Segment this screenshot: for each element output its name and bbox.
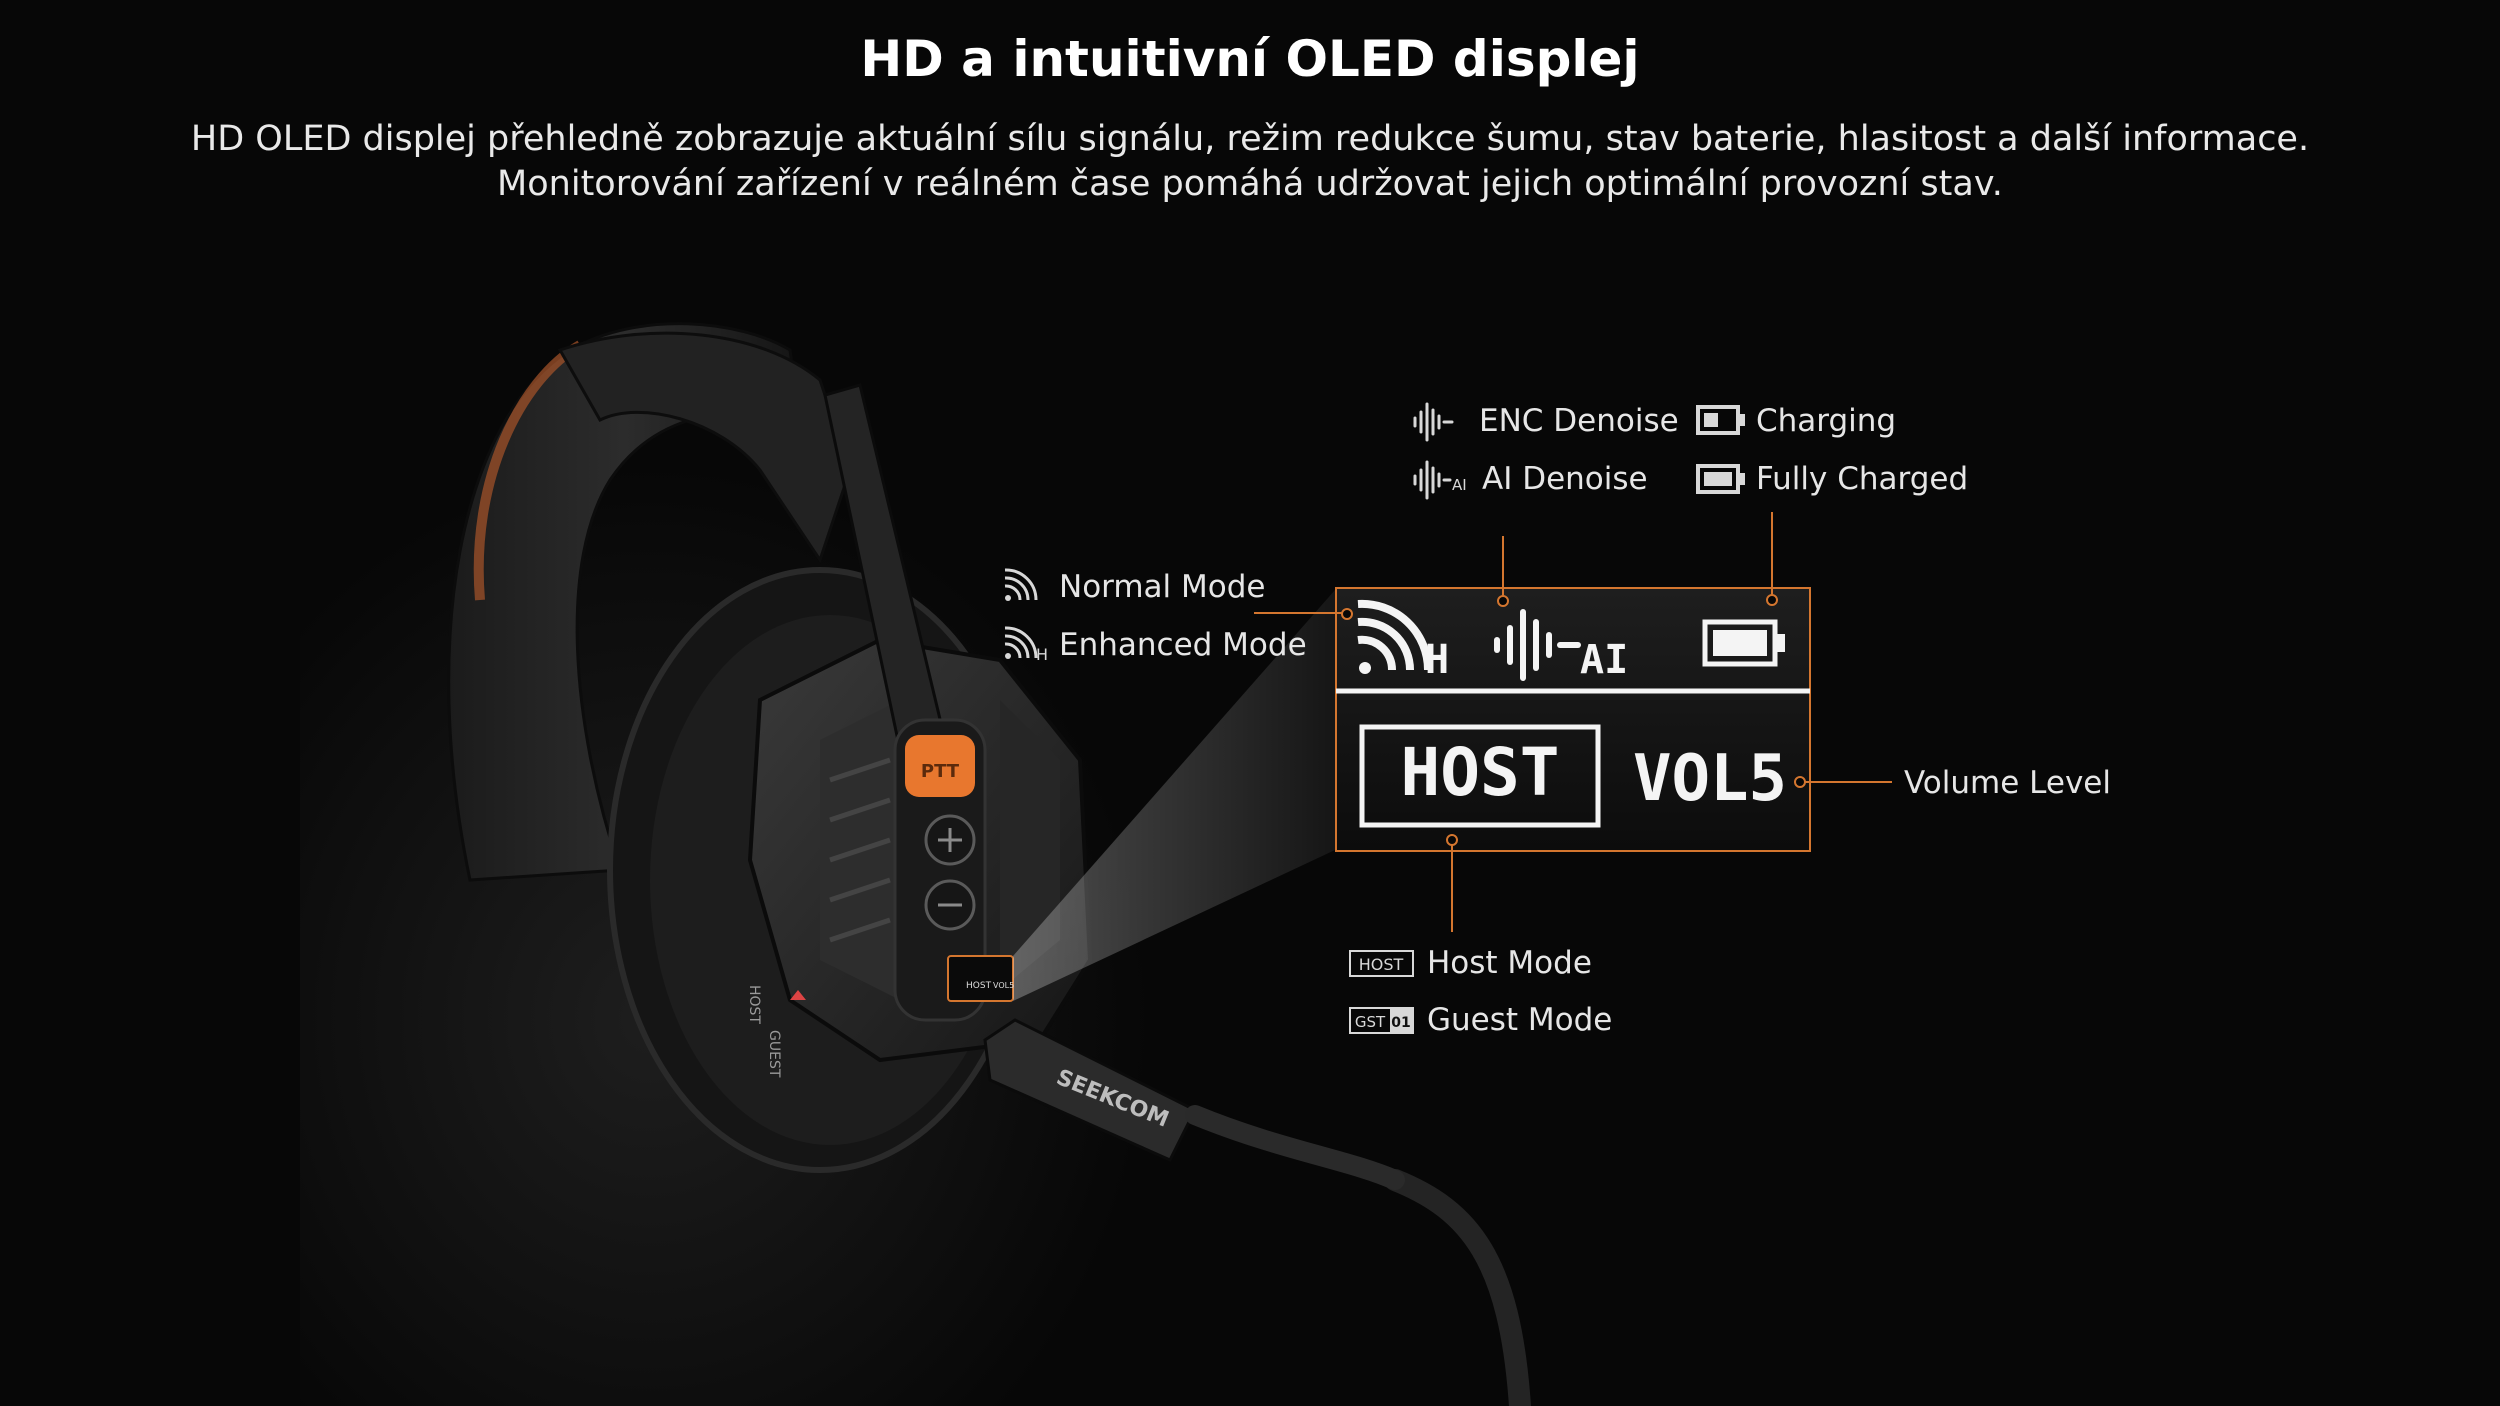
- oled-mode-box: [1359, 724, 1601, 828]
- enc-denoise-icon: [1413, 402, 1454, 442]
- ai-denoise-icon: [1413, 460, 1452, 500]
- host-mode-label: Host Mode: [1427, 945, 1592, 981]
- guest-mode-icon-num: 01: [1391, 1015, 1410, 1031]
- normal-mode-icon: [1004, 568, 1038, 601]
- guest-mode-label: Guest Mode: [1427, 1002, 1613, 1038]
- page-title: HD a intuitivní OLED displej: [860, 30, 1640, 88]
- device-oled-screen: [947, 955, 1014, 1002]
- oled-volume-text: VOL5: [1633, 742, 1787, 816]
- oled-ai-suffix: AI: [1580, 637, 1628, 683]
- ptt-button: [905, 735, 975, 797]
- normal-mode-label: Normal Mode: [1059, 569, 1266, 605]
- charging-icon: [1696, 405, 1745, 435]
- mic-arm-connector: [1185, 1105, 1405, 1190]
- device-oled-host: HOST: [966, 981, 992, 991]
- fully-charged-icon: [1696, 464, 1745, 494]
- oled-mode-text: HOST: [1401, 734, 1560, 811]
- ptt-label: PTT: [921, 761, 960, 782]
- description-line-1: HD OLED displej přehledně zobrazuje aktu…: [190, 119, 2310, 159]
- device-oled-vol: VOL5: [993, 981, 1014, 990]
- callout-dots: [1341, 594, 1806, 846]
- oled-signal-icon: [1357, 599, 1433, 674]
- mic-gooseneck: [1384, 1169, 1531, 1406]
- oled-battery-icon: [1702, 619, 1785, 667]
- enhanced-mode-label: Enhanced Mode: [1059, 627, 1307, 663]
- grille-lines: [829, 757, 891, 943]
- mic-boom: [983, 1018, 1198, 1162]
- callout-lines: [1254, 512, 1892, 932]
- enc-denoise-label: ENC Denoise: [1479, 403, 1679, 439]
- description-line-2: Monitorování zařízení v reálném čase pom…: [497, 164, 2003, 204]
- ai-denoise-icon-suffix: AI: [1452, 476, 1467, 494]
- charging-label: Charging: [1756, 403, 1897, 439]
- ai-denoise-label: AI Denoise: [1482, 461, 1648, 497]
- oled-ai-denoise-icon: [1494, 609, 1581, 681]
- headband: [447, 322, 802, 882]
- switch-guest-label: GUEST: [766, 1030, 782, 1078]
- enhanced-mode-icon-suffix: H: [1036, 645, 1048, 664]
- plus-icon: [938, 828, 962, 852]
- enhanced-mode-icon: [1004, 626, 1038, 659]
- fully-charged-label: Fully Charged: [1756, 461, 1969, 497]
- side-grille-right: [1000, 700, 1060, 990]
- host-mode-icon: [1349, 950, 1414, 977]
- projection-beam: [1013, 590, 1335, 1001]
- guest-mode-icon-text: GST: [1355, 1013, 1386, 1031]
- guest-mode-icon: [1349, 1007, 1414, 1034]
- headband-orange-edge: [473, 340, 583, 601]
- oled-signal-suffix: H: [1425, 637, 1449, 683]
- switch-host-label: HOST: [746, 985, 762, 1024]
- volume-level-label: Volume Level: [1904, 765, 2111, 801]
- switch-indicator: [790, 990, 806, 1000]
- host-mode-icon-text: HOST: [1359, 955, 1404, 974]
